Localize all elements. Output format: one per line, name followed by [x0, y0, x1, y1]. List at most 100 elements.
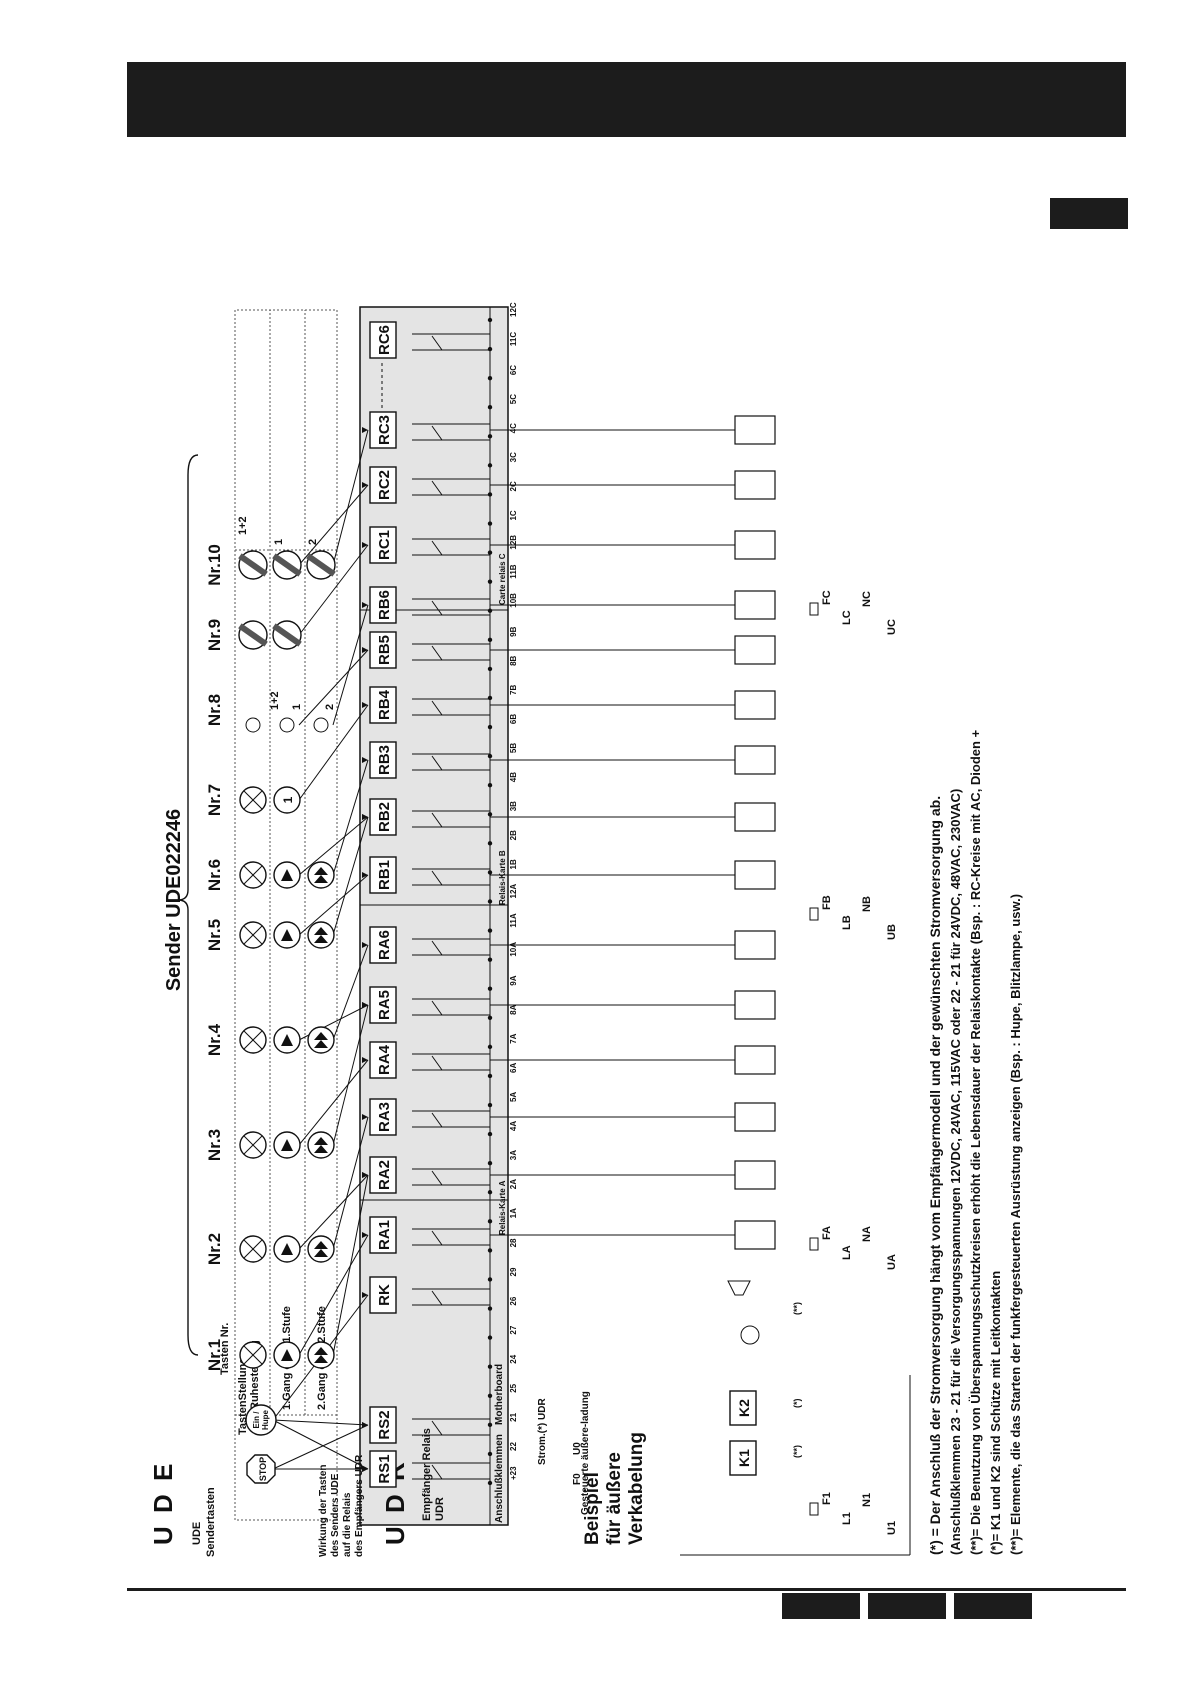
relay-rc3 [369, 411, 397, 449]
terminal-8B [487, 666, 493, 672]
relay-label-rc1: RC1 [376, 530, 393, 560]
key-number-8: Nr.8 [205, 694, 224, 726]
ude-letter-E: E [150, 1464, 178, 1481]
terminal-label-8A: 8A [509, 1004, 518, 1014]
stop-label: STOP [258, 1457, 268, 1481]
selector-mark-1-2: 1+2 [269, 691, 281, 710]
link-arrow-head [362, 872, 368, 878]
terminal-label-6B: 6B [509, 714, 518, 724]
supply-uB: UB [886, 924, 898, 940]
mark-k1: (**) [792, 1445, 802, 1458]
key-number-3: Nr.3 [205, 1129, 224, 1161]
terminal-4B [487, 783, 493, 788]
key-number-10: Nr.10 [205, 544, 224, 586]
terminal-6B [487, 724, 493, 730]
note-2: (Anschlußklemmen 23 - 21 für die Versorg… [948, 789, 963, 1555]
relay-ra3 [369, 1098, 397, 1136]
load-coil-13 [734, 530, 776, 560]
fuse-1 [809, 1502, 819, 1516]
key-1-rest-mark [243, 1345, 263, 1365]
receiver-box [359, 306, 509, 1526]
terminal-label-6A: 6A [509, 1063, 518, 1073]
relay-switch [431, 812, 443, 828]
relay-label-rb4: RB4 [376, 689, 393, 720]
terminal-4A [487, 1131, 493, 1137]
terminal-label-3A: 3A [509, 1150, 518, 1160]
empfaenger-caption-2: UDR [434, 1497, 446, 1521]
key-relay-link [298, 1174, 369, 1250]
link-arrow-head [362, 542, 368, 548]
terminal-12B [487, 550, 493, 555]
rotary-switch-5-handle [306, 553, 336, 577]
terminal-label-5C: 5C [509, 394, 518, 404]
relay-rb5 [369, 631, 397, 669]
terminal-21 [487, 1422, 493, 1428]
relay-label-rs1: RS1 [376, 1454, 393, 1483]
supply-f1: F1 [821, 1492, 833, 1505]
fuse-C [809, 602, 819, 616]
supply-lB: LB [841, 915, 853, 930]
relay-label-ra6: RA6 [376, 930, 393, 960]
link-arrow-head [362, 757, 368, 763]
key-3-stage-1-arrow [281, 1139, 293, 1151]
terminal-1B [487, 870, 493, 875]
key-relay-link [272, 1424, 369, 1470]
contactor-k2 [729, 1390, 757, 1426]
key-relay-link [332, 1174, 369, 1356]
terminal-11A [487, 928, 493, 933]
supply-n1: N1 [861, 1493, 873, 1507]
ude-caption-2: Sendertasten [205, 1487, 217, 1557]
ein-hupe-label-1: Ein / [252, 1411, 261, 1429]
terminal-28 [487, 1248, 493, 1253]
wirkung-caption-2: des Senders UDE [330, 1473, 341, 1557]
key-relay-link [332, 759, 369, 876]
terminal-2A [487, 1190, 493, 1195]
key-number-1: Nr.1 [205, 1339, 224, 1371]
load-coil-15 [734, 415, 776, 445]
beispiel-label-1: Beispiel [582, 1472, 603, 1545]
terminal-29 [487, 1277, 493, 1282]
terminal-label-12C: 12C [509, 302, 518, 317]
relay-label-rc2: RC2 [376, 470, 393, 500]
relay-rs2 [369, 1406, 397, 1444]
relay-label-rb2: RB2 [376, 802, 393, 832]
terminal-label-10A: 10A [509, 942, 518, 957]
key-7-stage-1-digit: 1 [281, 796, 295, 803]
terminal-label-27: 27 [509, 1325, 518, 1334]
terminal-9B [487, 637, 493, 643]
terminal-6C [487, 375, 493, 381]
key-4-stage-2-double-arrow [314, 1032, 328, 1048]
key-number-7: Nr.7 [205, 784, 224, 816]
relay-switch [431, 480, 443, 496]
terminal-1C [487, 521, 493, 526]
terminal-12C [487, 317, 493, 323]
load-coil-9 [734, 745, 776, 775]
terminal-3C [487, 463, 493, 468]
relay-label-rb1: RB1 [376, 860, 393, 890]
terminal-label-7A: 7A [509, 1033, 518, 1043]
rotary-switch-4-handle [272, 553, 302, 577]
terminal-label-3C: 3C [509, 452, 518, 462]
terminal-label-5A: 5A [509, 1092, 518, 1102]
key-6-stage-2-double-arrow [314, 867, 328, 883]
relay-rc6 [369, 321, 397, 359]
relay-switch [431, 335, 443, 351]
supply-label: Strom.(*) UDR [537, 1398, 548, 1465]
terminal-7B [487, 695, 493, 701]
key-relay-link [298, 704, 369, 801]
terminal-label-8B: 8B [509, 655, 518, 665]
key-nr-label: Tasten Nr. [219, 1323, 231, 1375]
wirkung-caption-3: auf die Relais [342, 1492, 353, 1557]
terminal-6A [487, 1073, 493, 1079]
relay-label-rb5: RB5 [376, 635, 393, 665]
terminal-25 [487, 1393, 493, 1398]
terminal-label-3B: 3B [509, 801, 518, 811]
footer-tab-1 [782, 1593, 860, 1619]
key-relay-link [298, 874, 369, 936]
terminal-10B [487, 608, 493, 613]
relay-switch [431, 1055, 443, 1071]
terminal-label-1B: 1B [509, 859, 518, 869]
terminal-label-12A: 12A [509, 884, 518, 899]
key-relay-link [332, 1004, 369, 1146]
supply-l1: L1 [841, 1512, 853, 1525]
